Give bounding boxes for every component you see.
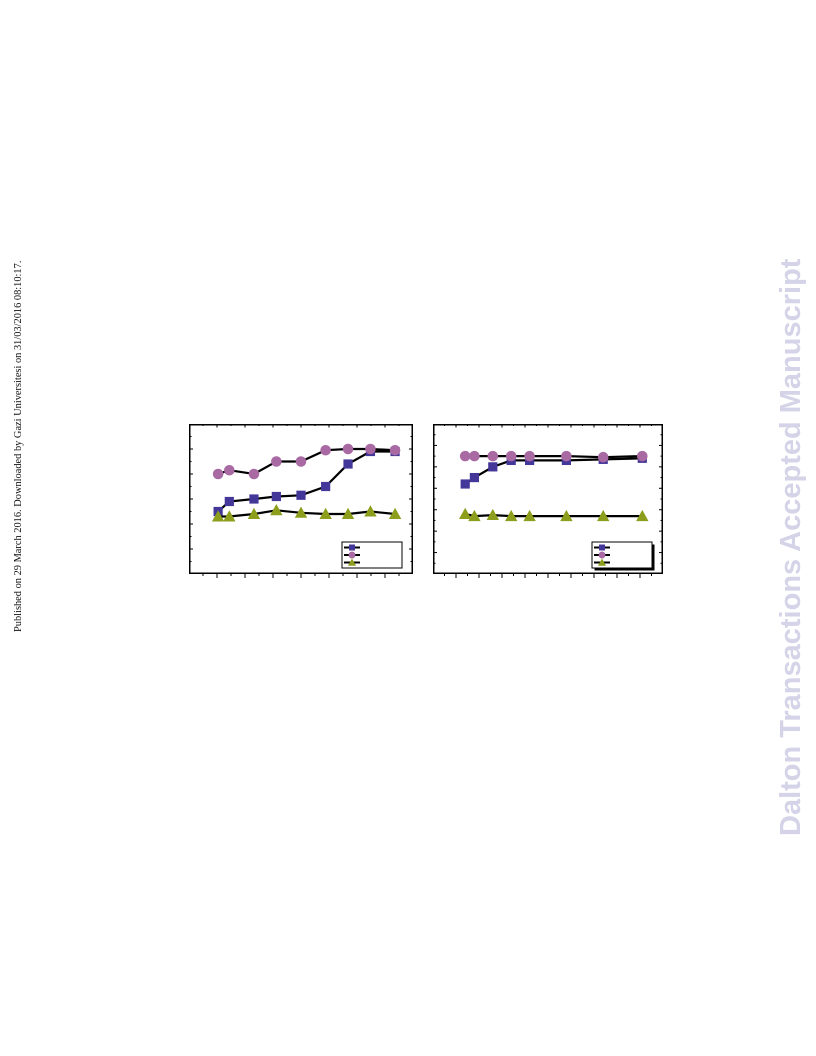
data-point-square [343, 459, 353, 469]
series-triangle [211, 504, 402, 522]
series-circle [459, 450, 648, 463]
series-triangle [458, 507, 649, 522]
legend [341, 541, 403, 569]
legend-marker-square [349, 544, 355, 551]
data-point-circle [505, 450, 517, 462]
data-point-triangle [211, 510, 225, 522]
data-point-square [488, 462, 498, 472]
data-point-circle [212, 468, 224, 480]
data-point-circle [295, 456, 307, 467]
data-point-circle [224, 464, 235, 476]
legend-marker-square [599, 544, 605, 551]
data-point-triangle [596, 509, 610, 522]
data-point-circle [389, 444, 401, 456]
legend [591, 541, 655, 571]
data-point-triangle [270, 504, 283, 516]
data-point-circle [365, 443, 376, 455]
data-point-square [224, 496, 234, 507]
data-point-circle [271, 456, 282, 467]
data-point-triangle [388, 507, 402, 519]
data-point-triangle [468, 509, 481, 522]
data-point-triangle [560, 509, 573, 522]
data-point-triangle [458, 507, 472, 519]
accepted-manuscript-watermark: Dalton Transactions Accepted Manuscript [775, 258, 807, 836]
legend-marker-triangle [597, 558, 607, 566]
data-point-triangle [294, 506, 308, 518]
data-point-circle [637, 450, 648, 462]
legend-marker-triangle [347, 558, 357, 566]
data-point-triangle [319, 507, 332, 519]
data-point-square [460, 479, 470, 489]
series-circle [212, 443, 401, 480]
data-point-triangle [523, 509, 536, 522]
data-point-square [271, 491, 281, 502]
data-point-circle [561, 450, 572, 462]
data-point-triangle [223, 510, 236, 522]
chart-left [189, 424, 413, 578]
data-point-triangle [504, 509, 518, 522]
data-point-circle [342, 443, 354, 455]
data-point-triangle [636, 509, 649, 522]
data-point-circle [320, 444, 331, 456]
series-line-square [217, 450, 396, 513]
chart-right [433, 424, 663, 578]
data-point-circle [487, 450, 499, 462]
data-point-circle [459, 450, 471, 462]
data-point-square [321, 481, 331, 492]
data-point-triangle [341, 507, 355, 519]
data-point-square [249, 494, 259, 504]
data-point-circle [248, 468, 260, 480]
data-point-triangle [364, 505, 377, 517]
series-square [213, 446, 400, 517]
download-notice: Published on 29 March 2016. Downloaded b… [13, 260, 24, 632]
data-point-square [296, 490, 306, 500]
legend-marker-circle [348, 551, 356, 559]
data-point-square [469, 472, 479, 483]
data-point-circle [597, 451, 609, 463]
data-point-triangle [247, 507, 261, 519]
data-point-circle [469, 450, 480, 462]
legend-marker-circle [598, 551, 606, 559]
data-point-circle [524, 450, 535, 462]
data-point-triangle [486, 508, 500, 521]
